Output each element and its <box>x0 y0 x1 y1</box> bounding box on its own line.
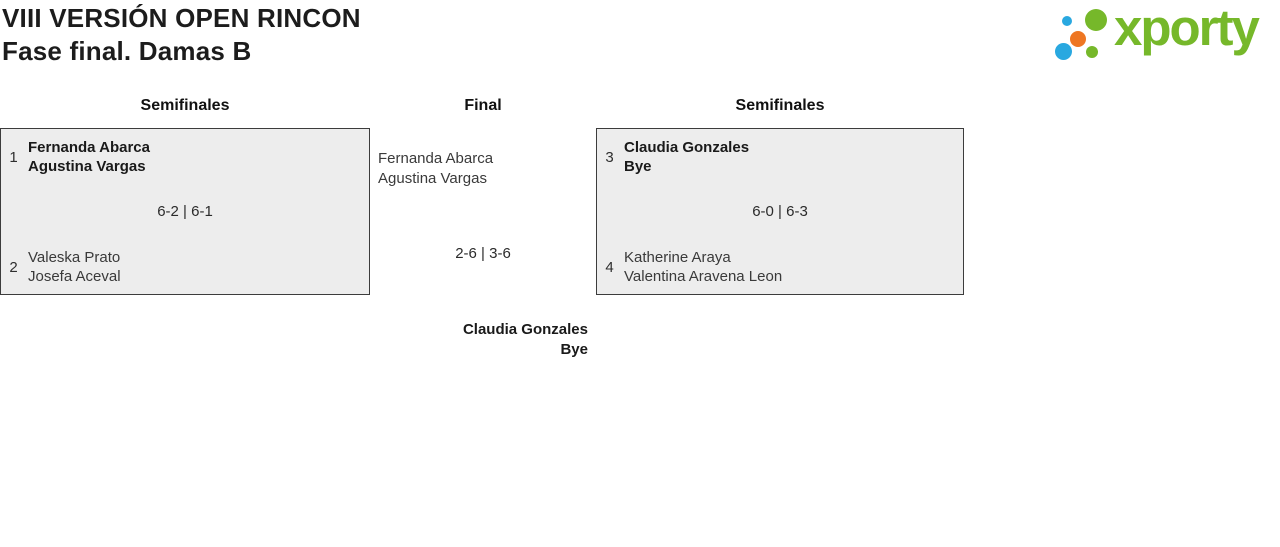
player-name: Claudia Gonzales <box>462 321 588 338</box>
final-winner-team: Claudia Gonzales Bye <box>330 320 588 359</box>
player-name: Agustina Vargas <box>28 158 146 175</box>
team-players: Fernanda Abarca Agustina Vargas <box>28 138 150 176</box>
logo-dot-icon <box>1086 46 1098 58</box>
team-row: 2 Valeska Prato Josefa Aceval <box>8 248 361 286</box>
player-name: Valentina Aravena Leon <box>624 268 783 285</box>
player-name: Fernanda Abarca <box>378 150 494 167</box>
team-players: Valeska Prato Josefa Aceval <box>28 248 121 286</box>
player-name: Claudia Gonzales <box>624 139 750 156</box>
player-name: Bye <box>560 340 588 358</box>
round-header-semifinals-left: Semifinales <box>140 97 230 114</box>
logo-dot-icon <box>1070 31 1086 47</box>
final-team-finalist: Fernanda Abarca Agustina Vargas <box>378 149 493 188</box>
logo-dot-icon <box>1062 16 1072 26</box>
player-name: Katherine Araya <box>624 249 731 266</box>
page-subtitle: Fase final. Damas B <box>2 36 252 66</box>
logo-dot-icon <box>1085 9 1107 31</box>
team-row: 1 Fernanda Abarca Agustina Vargas <box>8 138 361 176</box>
team-players: Katherine Araya Valentina Aravena Leon <box>624 248 782 286</box>
player-name: Bye <box>624 158 652 175</box>
logo-dot-icon <box>1055 43 1072 60</box>
player-name: Fernanda Abarca <box>28 139 150 156</box>
seed-number: 1 <box>9 148 18 166</box>
match-score: 6-2 | 6-1 <box>157 203 213 220</box>
match-score: 6-0 | 6-3 <box>752 203 808 220</box>
match-box-semifinal-left: 1 Fernanda Abarca Agustina Vargas 6-2 | … <box>0 128 370 295</box>
seed-number: 3 <box>605 148 614 166</box>
team-row: 3 Claudia Gonzales Bye <box>604 138 955 176</box>
page-title: VIII VERSIÓN OPEN RINCON <box>2 3 361 33</box>
team-players: Claudia Gonzales Bye <box>624 138 749 176</box>
match-box-semifinal-right: 3 Claudia Gonzales Bye 6-0 | 6-3 4 Kathe… <box>596 128 964 295</box>
logo-wordmark: xporty <box>1114 0 1260 56</box>
player-name: Valeska Prato <box>28 249 121 266</box>
final-match-score: 2-6 | 3-6 <box>455 245 511 262</box>
round-header-semifinals-right: Semifinales <box>735 97 825 114</box>
player-name: Agustina Vargas <box>378 169 487 187</box>
player-name: Josefa Aceval <box>28 268 121 285</box>
team-row: 4 Katherine Araya Valentina Aravena Leon <box>604 248 955 286</box>
seed-number: 2 <box>9 258 18 276</box>
round-header-final: Final <box>464 97 502 114</box>
xporty-logo[interactable]: xporty <box>1050 0 1278 67</box>
seed-number: 4 <box>605 258 614 276</box>
